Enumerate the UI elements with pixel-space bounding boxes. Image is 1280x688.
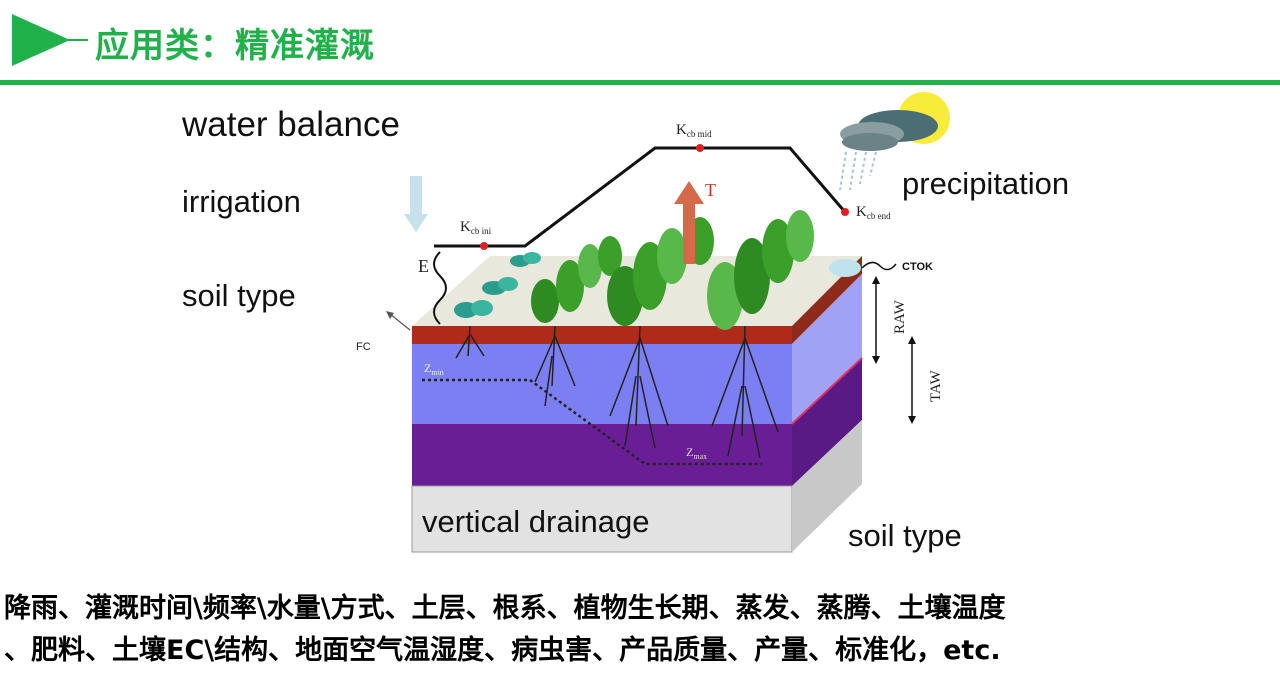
diagram-svg: Kcb ini Kcb mid Kcb end T E FC CTOK RAW … [181, 92, 1069, 553]
rain-cloud-sun-icon [839, 92, 950, 191]
evaporation-path [433, 251, 447, 325]
slide-header: 应用类：精准灌溉 [0, 0, 1280, 86]
kc-end-label: Kcb end [856, 204, 891, 221]
precipitation-label: precipitation [902, 166, 1069, 201]
evaporation-label: E [418, 256, 429, 276]
kc-mid-marker [696, 144, 704, 152]
irrigation-label: irrigation [182, 184, 301, 219]
page-title: 应用类：精准灌溉 [95, 26, 375, 66]
taw-label: TAW [928, 369, 944, 402]
factor-list-line-2: 、肥料、土壤EC\结构、地面空气温湿度、病虫害、产品质量、产量、标准化，etc. [4, 635, 1001, 666]
kc-ini-marker [480, 242, 488, 250]
runoff-puddle [829, 259, 861, 277]
transpiration-label: T [705, 180, 716, 200]
raw-label: RAW [892, 299, 908, 334]
irrigation-arrow [410, 176, 422, 216]
plant-seedling-1 [510, 252, 541, 267]
factor-list: 降雨、灌溉时间\频率\水量\方式、土层、根系、植物生长期、蒸发、蒸腾、土壤温度 … [4, 588, 1278, 672]
water-balance-label: water balance [181, 105, 400, 144]
subsoil-layer [412, 424, 792, 486]
zmin-label: Zmin [424, 361, 444, 377]
root-depth-line [422, 378, 762, 466]
factor-list-line-1: 降雨、灌溉时间\频率\水量\方式、土层、根系、植物生长期、蒸发、蒸腾、土壤温度 [4, 593, 1006, 624]
play-arrow-icon [12, 14, 88, 66]
drainage-layer [411, 485, 793, 553]
header-divider [0, 80, 1280, 85]
plant-young [531, 236, 622, 323]
water-balance-diagram: Kcb ini Kcb mid Kcb end T E FC CTOK RAW … [0, 86, 1280, 576]
vertical-drainage-label: vertical drainage [422, 504, 649, 539]
runoff-label: CTOK [902, 261, 933, 273]
kc-curve [434, 146, 847, 248]
plant-seedling-2 [482, 277, 518, 295]
kc-end-marker [841, 208, 849, 216]
plant-seedling-3 [454, 300, 493, 318]
root-zone-layer [412, 344, 792, 424]
transpiration-arrow [683, 202, 695, 264]
fc-label: FC [356, 341, 371, 353]
kc-mid-label: Kcb mid [676, 122, 712, 139]
topsoil-layer [412, 326, 792, 344]
kc-ini-label: Kcb ini [460, 219, 492, 236]
plant-roots [455, 325, 779, 459]
zmax-label: Zmax [686, 445, 707, 461]
soil-type-right-label: soil type [848, 518, 962, 553]
plant-mature [707, 210, 814, 330]
soil-type-left-label: soil type [182, 278, 296, 313]
